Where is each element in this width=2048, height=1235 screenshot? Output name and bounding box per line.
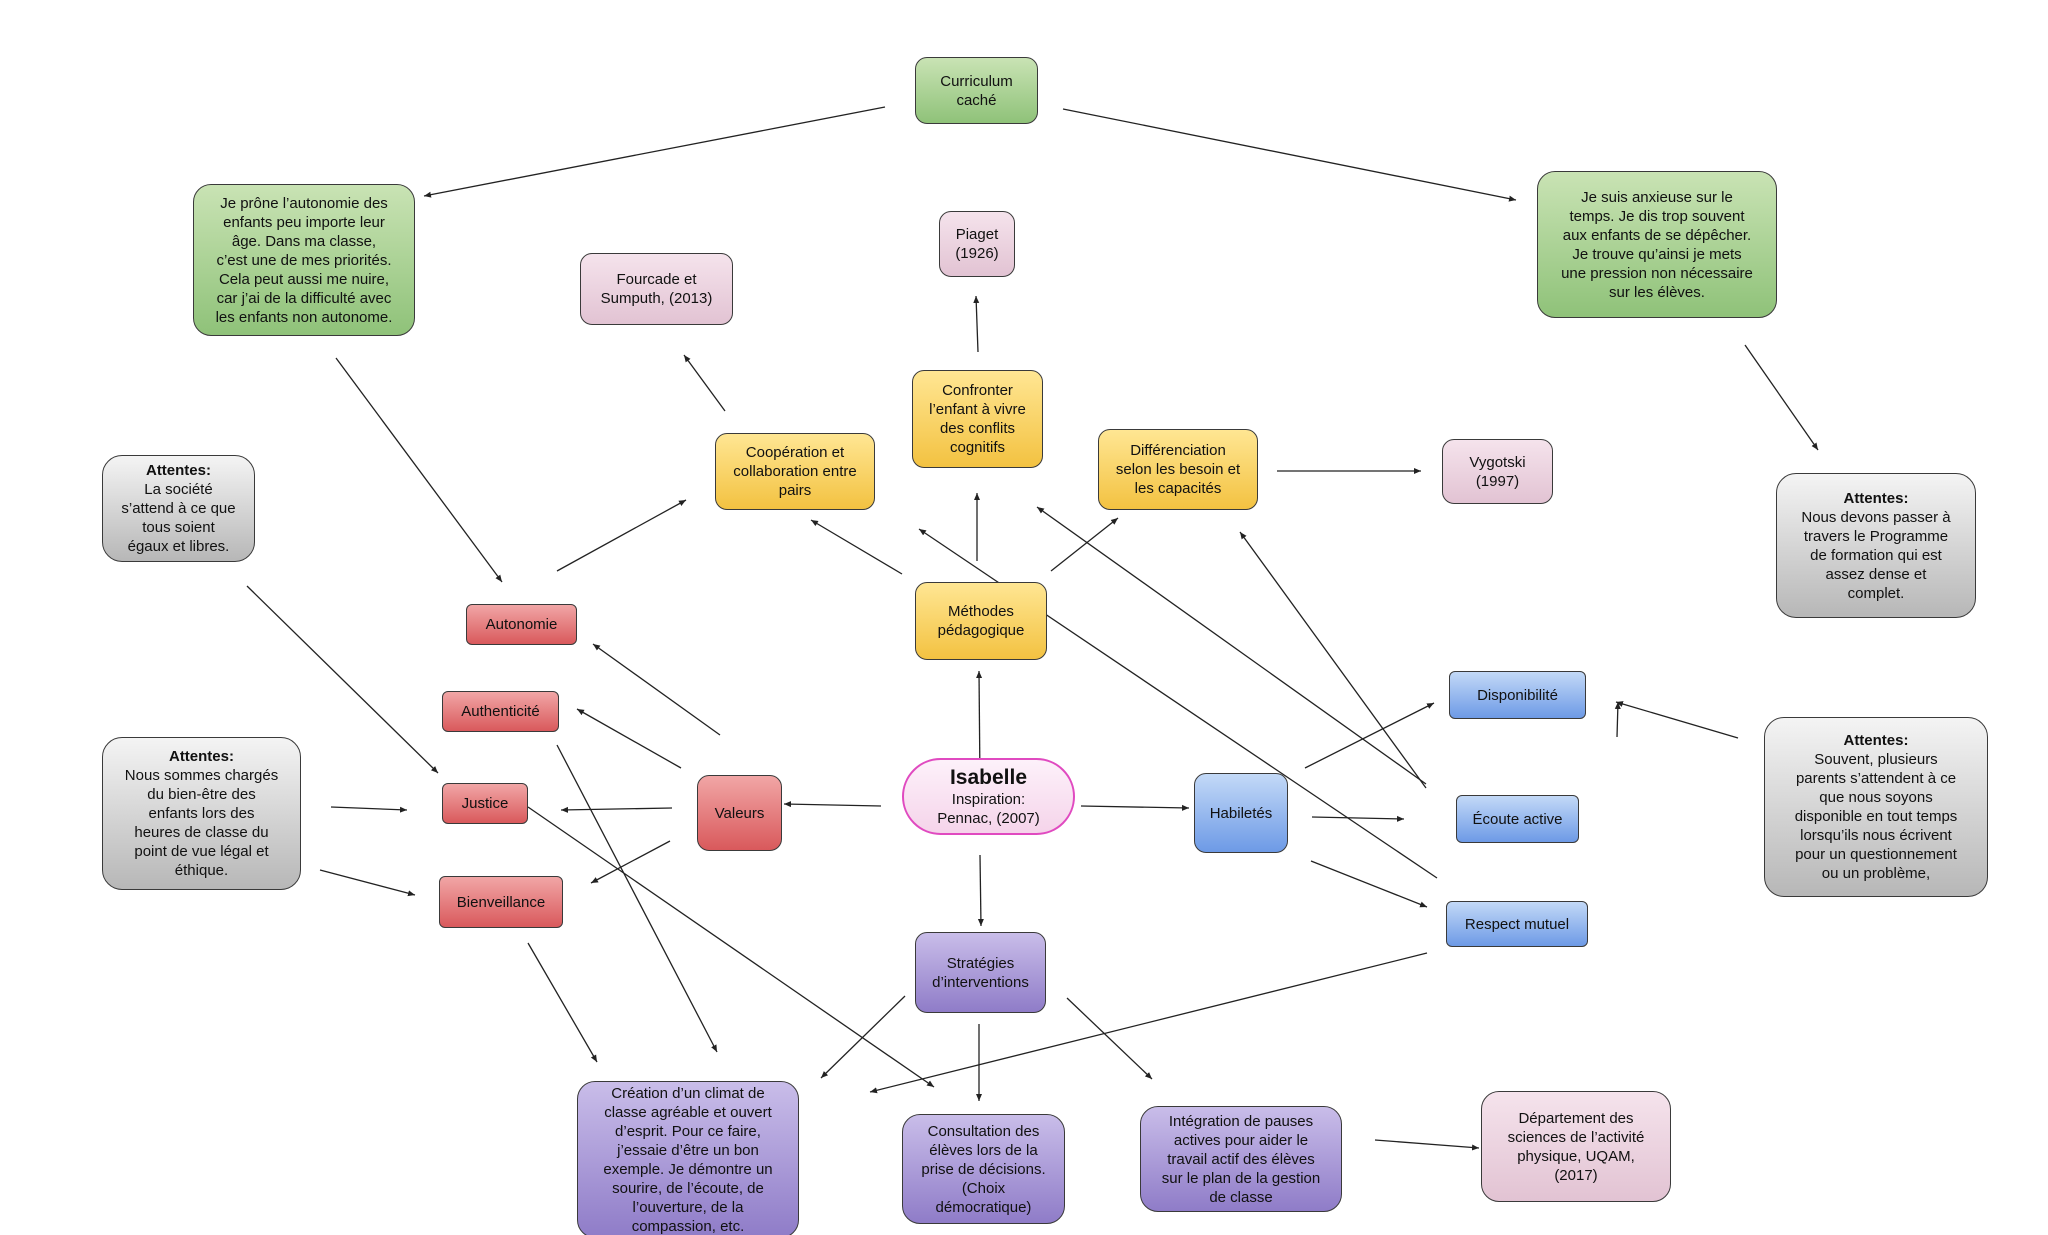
center-subtitle: Inspiration: Pennac, (2007) xyxy=(937,790,1040,827)
node-label: Autonomie xyxy=(485,616,558,633)
connector-arrow xyxy=(1066,997,1153,1080)
attentes-header: Attentes: xyxy=(1843,732,1909,749)
connector-arrow xyxy=(1050,517,1119,572)
connector-arrow xyxy=(1615,701,1739,739)
node-bienveillance: Bienveillance xyxy=(439,876,563,928)
attentes-societe: Attentes: La société s’attend à ce que t… xyxy=(102,455,255,562)
node-label: Différenciation selon les besoin et les … xyxy=(1115,442,1241,497)
node-authenticite: Authenticité xyxy=(442,691,559,732)
node-label: Fourcade et Sumputh, (2013) xyxy=(600,271,713,307)
node-differenciation: Différenciation selon les besoin et les … xyxy=(1098,429,1258,510)
connector-arrow xyxy=(820,995,906,1079)
attentes-header: Attentes: xyxy=(168,748,234,765)
node-integration: Intégration de pauses actives pour aider… xyxy=(1140,1106,1342,1212)
connector-arrow xyxy=(683,354,726,412)
connector-arrow xyxy=(1080,804,1190,811)
connector-arrow xyxy=(592,643,721,736)
node-habiletes: Habiletés xyxy=(1194,773,1288,853)
connector-arrow xyxy=(335,357,503,583)
attentes-text: Nous sommes chargés du bien-être des enf… xyxy=(124,767,279,879)
node-label: Méthodes pédagogique xyxy=(937,603,1025,639)
connector-arrow xyxy=(527,942,598,1063)
node-label: Authenticité xyxy=(461,703,540,720)
node-label: Intégration de pauses actives pour aider… xyxy=(1161,1112,1321,1206)
attentes-text: Souvent, plusieurs parents s’attendent à… xyxy=(1794,751,1958,882)
node-label: Création d’un climat de classe agréable … xyxy=(603,1084,773,1235)
connector-arrow xyxy=(869,952,1428,1094)
connector-arrow xyxy=(1062,108,1517,202)
connector-arrow xyxy=(576,708,682,769)
node-label: Consultation des élèves lors de la prise… xyxy=(921,1122,1046,1216)
node-ecoute-active: Écoute active xyxy=(1456,795,1579,843)
center-title: Isabelle xyxy=(949,765,1028,789)
connector-arrow xyxy=(1036,506,1427,785)
node-respect-mutuel: Respect mutuel xyxy=(1446,901,1588,947)
connector-arrow xyxy=(560,806,673,813)
node-creation-climat: Création d’un climat de classe agréable … xyxy=(577,1081,799,1235)
node-label: Coopération et collaboration entre pairs xyxy=(733,444,857,499)
node-strategies: Stratégies d’interventions xyxy=(915,932,1046,1013)
connector-arrow xyxy=(1304,702,1435,769)
node-anxieuse: Je suis anxieuse sur le temps. Je dis tr… xyxy=(1537,171,1777,318)
node-label: Valeurs xyxy=(714,804,765,822)
node-departement: Département des sciences de l’activité p… xyxy=(1481,1091,1671,1202)
node-valeurs: Valeurs xyxy=(697,775,782,851)
node-label: Vygotski (1997) xyxy=(1469,453,1526,490)
node-label: Bienveillance xyxy=(456,893,546,911)
node-label: Piaget (1926) xyxy=(955,226,999,262)
connector-arrow xyxy=(319,869,416,897)
node-label: Département des sciences de l’activité p… xyxy=(1507,1109,1645,1184)
connector-arrow xyxy=(556,744,718,1053)
connector-arrow xyxy=(330,806,408,813)
node-autonomie: Autonomie xyxy=(466,604,577,645)
attentes-text: Nous devons passer à travers le Programm… xyxy=(1801,508,1951,602)
connector-arrow xyxy=(783,801,882,808)
node-piaget: Piaget (1926) xyxy=(939,211,1015,277)
attentes-charges: Attentes: Nous sommes chargés du bien-êt… xyxy=(102,737,301,890)
connector-arrow xyxy=(973,295,980,353)
attentes-parents: Attentes: Souvent, plusieurs parents s’a… xyxy=(1764,717,1988,897)
connector-arrow xyxy=(1614,701,1621,738)
connector-arrow xyxy=(527,806,935,1088)
attentes-header: Attentes: xyxy=(145,462,211,479)
node-label: Respect mutuel xyxy=(1464,915,1570,933)
node-label: Curriculum caché xyxy=(940,72,1013,109)
node-fourcade: Fourcade et Sumputh, (2013) xyxy=(580,253,733,325)
connector-arrow xyxy=(1311,815,1405,822)
connector-arrow xyxy=(423,106,886,198)
attentes-programme: Attentes: Nous devons passer à travers l… xyxy=(1776,473,1976,618)
node-confronter: Confronter l’enfant à vivre des conflits… xyxy=(912,370,1043,468)
node-consultation: Consultation des élèves lors de la prise… xyxy=(902,1114,1065,1224)
node-label: Stratégies d’interventions xyxy=(932,954,1029,991)
connector-arrow xyxy=(246,585,439,774)
node-label: Habiletés xyxy=(1209,804,1273,822)
connector-arrow xyxy=(590,840,671,884)
connector-arrow xyxy=(556,499,687,572)
connector-arrow xyxy=(1744,344,1819,451)
node-disponibilite: Disponibilité xyxy=(1449,671,1586,719)
node-label: Confronter l’enfant à vivre des conflits… xyxy=(929,382,1026,456)
node-isabelle-center: Isabelle Inspiration: Pennac, (2007) xyxy=(902,758,1075,835)
node-label: Je suis anxieuse sur le temps. Je dis tr… xyxy=(1561,188,1753,301)
node-vygotski: Vygotski (1997) xyxy=(1442,439,1553,504)
node-curriculum-cache: Curriculum caché xyxy=(915,57,1038,124)
node-autonomie-texte: Je prône l’autonomie des enfants peu imp… xyxy=(193,184,415,336)
connector-arrow xyxy=(1310,860,1428,908)
attentes-header: Attentes: xyxy=(1843,489,1909,507)
node-label: Je prône l’autonomie des enfants peu imp… xyxy=(215,194,393,326)
connector-arrow xyxy=(977,854,984,927)
connector-arrow xyxy=(1374,1139,1480,1151)
node-label: Justice xyxy=(461,795,509,812)
node-methodes: Méthodes pédagogique xyxy=(915,582,1047,660)
node-justice: Justice xyxy=(442,783,528,824)
node-cooperation: Coopération et collaboration entre pairs xyxy=(715,433,875,510)
connector-arrow xyxy=(810,519,903,575)
node-label: Écoute active xyxy=(1472,810,1563,828)
attentes-text: La société s’attend à ce que tous soient… xyxy=(121,481,236,555)
connector-arrow xyxy=(1239,531,1427,789)
node-label: Disponibilité xyxy=(1477,686,1558,704)
